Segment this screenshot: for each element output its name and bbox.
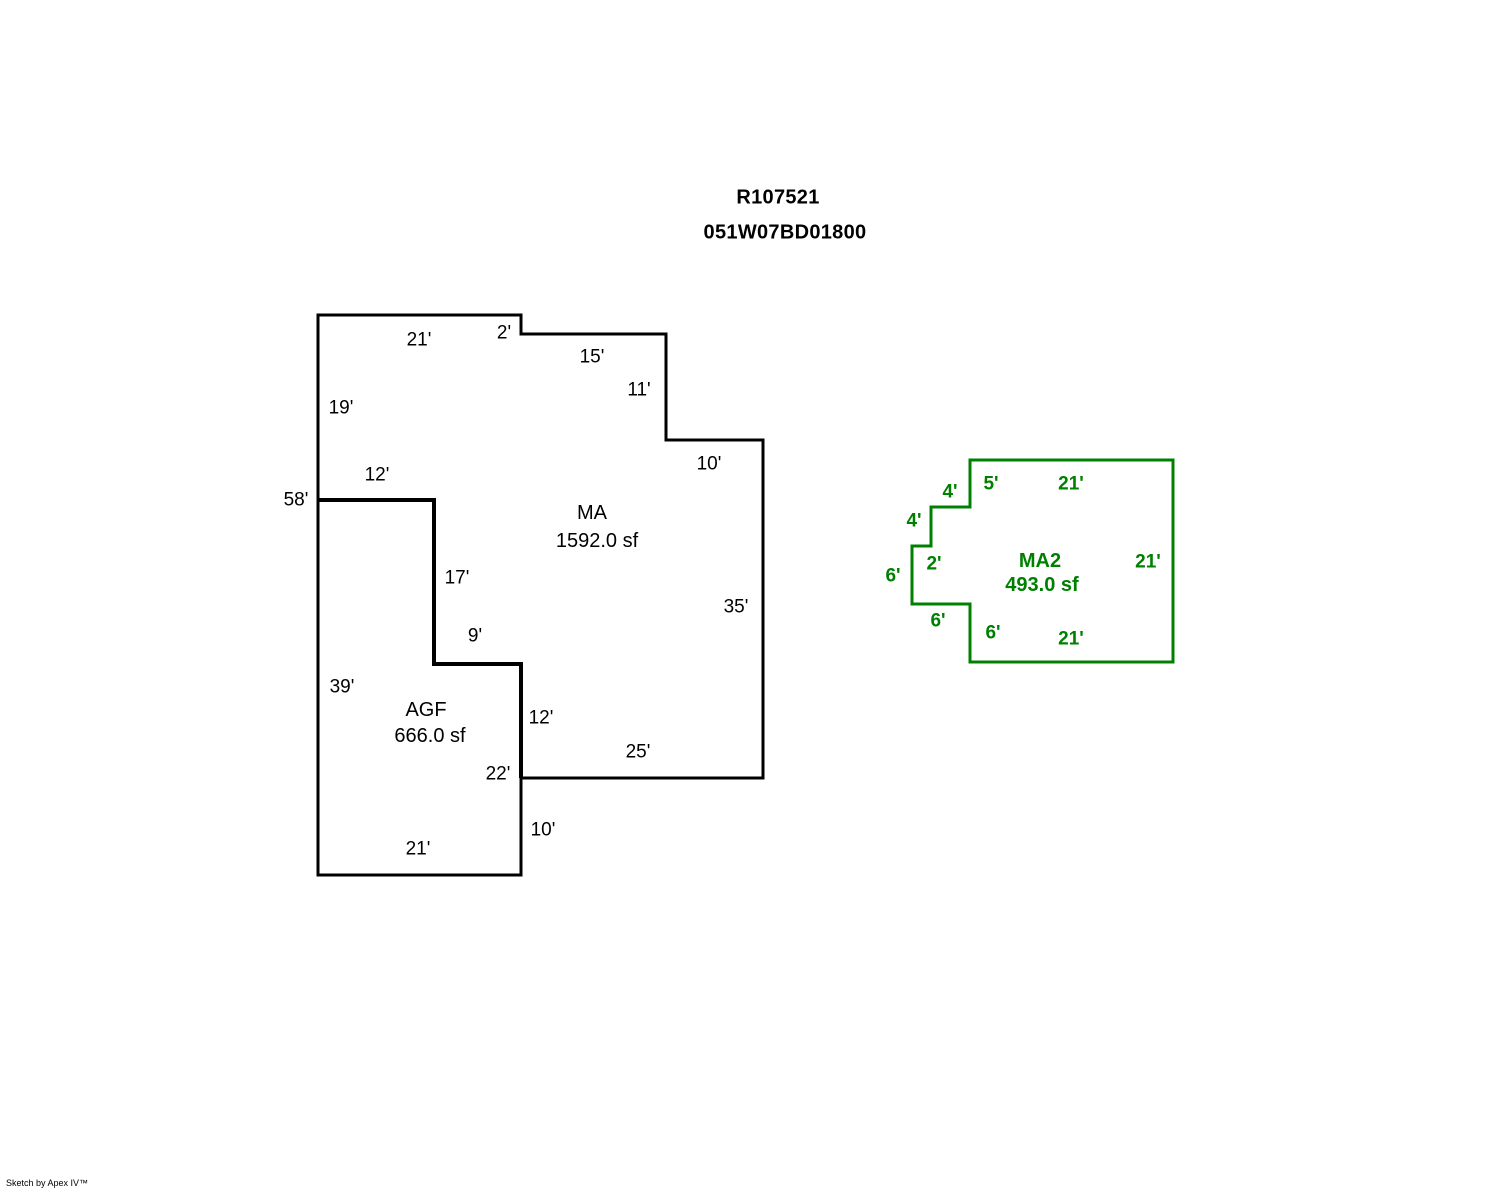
dimension-label: 10' [530, 819, 556, 841]
area-name-label: MA2 [1018, 550, 1062, 572]
dimension-label: 12' [528, 707, 554, 729]
area-size-label: 493.0 sf [1005, 574, 1079, 596]
dimension-label: 39' [329, 676, 355, 698]
dimension-label: 19' [328, 397, 354, 419]
main-building-outline [316, 313, 765, 877]
ma2-building-outline [910, 458, 1175, 664]
dimension-label: 12' [364, 464, 390, 486]
dimension-label: 6' [885, 565, 901, 587]
dimension-label: 2' [926, 553, 942, 575]
dimension-label: 4' [906, 510, 922, 532]
area-size-label: 1592.0 sf [555, 530, 639, 552]
dimension-label: 17' [444, 567, 470, 589]
area-name-label: MA [577, 502, 607, 524]
dimension-label: 6' [985, 622, 1001, 644]
main-building-interior-divider [318, 498, 523, 778]
dimension-label: 35' [723, 596, 749, 618]
dimension-label: 21' [1058, 473, 1084, 495]
dimension-label: 21' [406, 329, 432, 351]
dimension-label: 25' [625, 741, 651, 763]
dimension-label: 2' [496, 322, 512, 344]
dimension-label: 5' [983, 473, 999, 495]
parcel-number: R107521 [736, 186, 820, 209]
dimension-label: 21' [1135, 551, 1161, 573]
dimension-label: 15' [579, 346, 605, 368]
dimension-label: 21' [405, 838, 431, 860]
dimension-label: 58' [283, 489, 309, 511]
sketch-attribution: Sketch by Apex IV™ [6, 1178, 89, 1188]
dimension-label: 11' [627, 379, 651, 401]
tax-lot-id: 051W07BD01800 [703, 221, 867, 244]
dimension-label: 21' [1058, 628, 1084, 650]
dimension-label: 9' [467, 625, 483, 647]
dimension-label: 6' [930, 610, 946, 632]
dimension-label: 22' [485, 763, 511, 785]
area-size-label: 666.0 sf [394, 725, 466, 747]
area-name-label: AGF [405, 699, 447, 721]
dimension-label: 10' [696, 453, 722, 475]
dimension-label: 4' [942, 481, 958, 503]
